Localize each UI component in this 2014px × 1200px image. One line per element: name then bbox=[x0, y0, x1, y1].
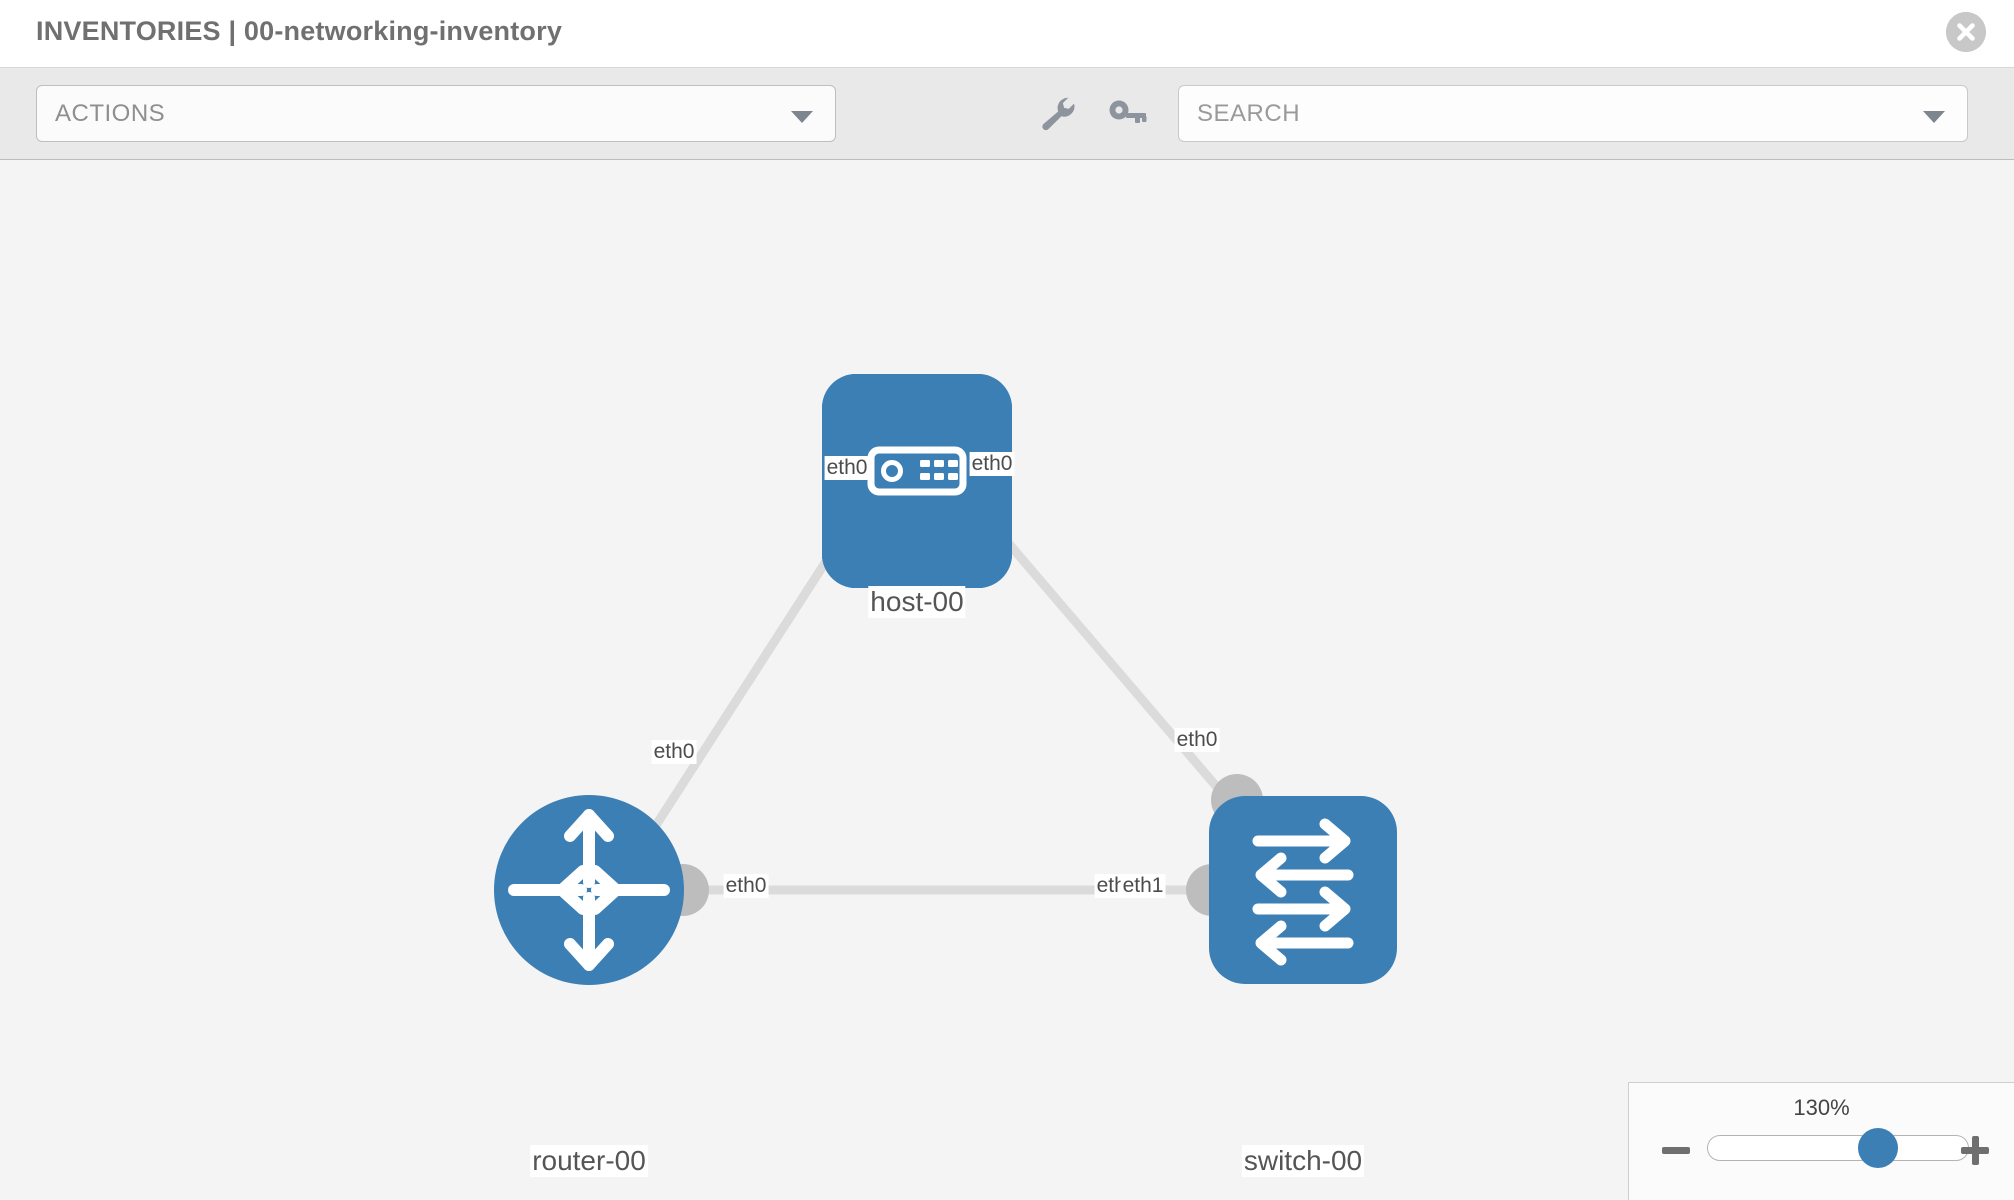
iface-label: eth0 bbox=[651, 740, 697, 764]
node-router-00 bbox=[494, 795, 684, 985]
node-host-00 bbox=[822, 374, 1012, 588]
topology-graph bbox=[494, 374, 1397, 985]
iface-label: eth0 bbox=[824, 456, 870, 480]
chevron-down-icon[interactable] bbox=[1923, 111, 1945, 123]
iface-label: eth1 bbox=[1120, 874, 1166, 898]
wrench-icon[interactable] bbox=[1037, 94, 1081, 134]
topology-canvas[interactable]: eth0 eth0 eth0 eth0 eth0 eth0 eth1 host-… bbox=[0, 160, 2014, 1200]
zoom-level-value: 130% bbox=[1793, 1095, 1850, 1120]
zoom-control-panel: 130% bbox=[1628, 1082, 2014, 1200]
node-label-host-00: host-00 bbox=[868, 586, 966, 618]
search-input[interactable]: SEARCH bbox=[1178, 85, 1968, 142]
chevron-down-icon bbox=[791, 111, 813, 123]
zoom-slider-thumb[interactable] bbox=[1857, 1128, 1898, 1168]
iface-label: eth0 bbox=[1174, 728, 1220, 752]
node-label-router-00: router-00 bbox=[530, 1145, 648, 1177]
close-icon[interactable] bbox=[1946, 12, 1986, 52]
node-switch-00 bbox=[1209, 796, 1397, 984]
plus-icon[interactable] bbox=[1958, 1133, 1992, 1167]
iface-label: eth0 bbox=[723, 874, 769, 898]
switch-arrows-icon bbox=[1252, 818, 1354, 966]
page-header: INVENTORIES | 00-networking-inventory bbox=[0, 0, 2014, 68]
iface-label: eth0 bbox=[969, 452, 1015, 476]
zoom-slider-track[interactable] bbox=[1707, 1135, 1969, 1161]
actions-dropdown[interactable]: ACTIONS bbox=[36, 85, 836, 142]
actions-dropdown-label: ACTIONS bbox=[55, 100, 166, 127]
router-arrows-icon bbox=[508, 809, 670, 971]
search-placeholder: SEARCH bbox=[1197, 100, 1301, 127]
minus-icon[interactable] bbox=[1659, 1133, 1693, 1167]
page-title: INVENTORIES | 00-networking-inventory bbox=[36, 16, 563, 46]
toolbar: ACTIONS SEARCH bbox=[0, 68, 2014, 160]
server-icon bbox=[867, 446, 967, 496]
node-label-switch-00: switch-00 bbox=[1241, 1145, 1365, 1177]
key-icon[interactable] bbox=[1105, 94, 1149, 134]
